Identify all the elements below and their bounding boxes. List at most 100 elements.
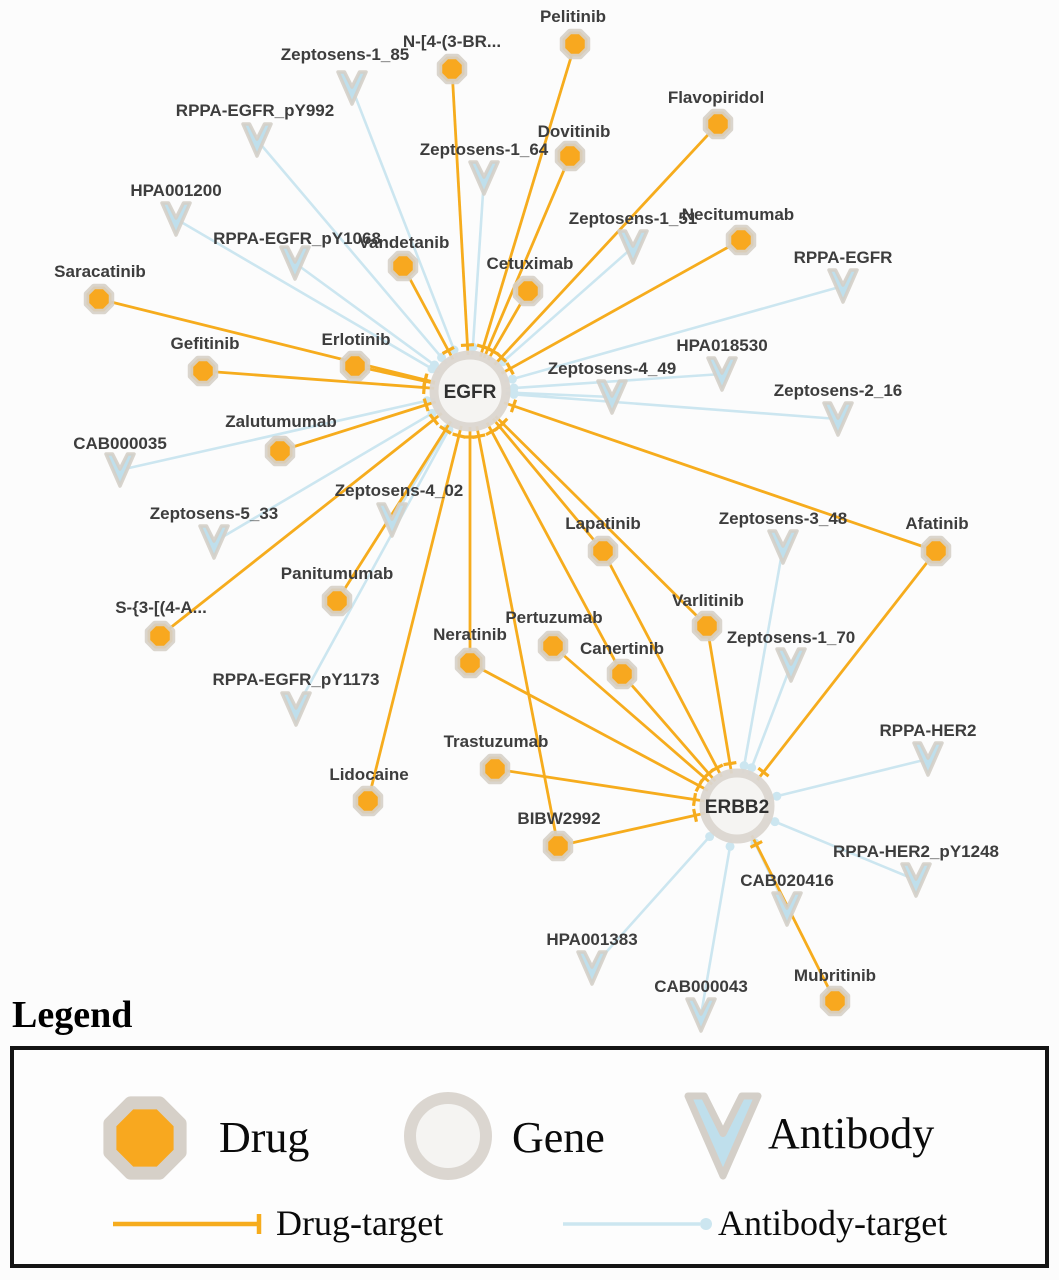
antibody-node [912, 741, 944, 777]
antibody-edge-endpoint [705, 832, 715, 842]
antibody-edge-endpoint [747, 763, 757, 773]
antibody-target-edge [119, 389, 471, 472]
drug-edge-tee [452, 432, 466, 439]
drug-target-edge [601, 550, 739, 807]
drug-edge-tee [422, 374, 428, 388]
antibody-node [822, 401, 854, 437]
antibody-node [241, 122, 273, 158]
antibody-target-edge [175, 217, 471, 393]
edge-layer [98, 43, 938, 1016]
drug-target-edge [469, 390, 708, 627]
drug-node-label: Necitumumab [682, 205, 794, 224]
drug-edge-tee [692, 808, 699, 823]
drug-edge-tee [485, 427, 499, 437]
antibody-node [596, 379, 628, 415]
drug-target-edge [335, 390, 472, 602]
antibody-legend-label: Antibody [768, 1109, 935, 1158]
drug-edge-tee [723, 760, 737, 767]
antibody-legend-icon [684, 1092, 762, 1180]
drug-node [559, 28, 591, 60]
antibody-node [767, 529, 799, 565]
antibody-node [336, 70, 368, 106]
drug-node-label: Vandetanib [359, 233, 450, 252]
antibody-edge-endpoint [429, 360, 439, 370]
drug-node [691, 610, 723, 642]
antibody-node-label: CAB020416 [740, 871, 834, 890]
antibody-edge-endpoint [725, 841, 735, 851]
label-layer: EGFRERBB2PelitinibN-[4-(3-BR...Dovitinib… [54, 7, 999, 996]
node-layer [83, 28, 952, 1033]
antibody-target-edge [350, 87, 472, 392]
drug-node-label: Neratinib [433, 625, 507, 644]
drug-target-edge [366, 390, 472, 802]
drug-node [725, 224, 757, 256]
drug-target-edge [469, 238, 742, 393]
antibody-node-label: RPPA-HER2_pY1248 [833, 842, 999, 861]
drug-node [479, 753, 511, 785]
antibody-node [104, 452, 136, 488]
drug-node [352, 785, 384, 817]
drug-node-label: Trastuzumab [444, 732, 549, 751]
antibody-node-label: Zeptosens-1_85 [281, 45, 410, 64]
antibody-target-edge [294, 390, 472, 710]
antibody-node [160, 201, 192, 237]
drug-node [920, 535, 952, 567]
drug-edge-tee [472, 433, 486, 439]
antibody-node-label: CAB000035 [73, 434, 167, 453]
gene-node-label: EGFR [444, 382, 497, 403]
legend-box: Drug Gene Antibody Drug-target Antibody-… [10, 1046, 1049, 1268]
drug-node [587, 535, 619, 567]
antibody-edge-endpoint [509, 389, 519, 399]
antibody-node [576, 950, 608, 986]
drug-node-label: N-[4-(3-BR... [403, 32, 501, 51]
antibody-node-label: Zeptosens-1_70 [727, 628, 856, 647]
drug-edge-tee [428, 413, 440, 426]
drug-edge-tee [757, 766, 770, 778]
antibody-node [685, 997, 717, 1033]
antibody-target-edge [213, 389, 471, 544]
drug-edge-tee [422, 398, 430, 412]
antibody-node-label: HPA001200 [130, 181, 221, 200]
antibody-node [771, 891, 803, 927]
antibody-edge-endpoint [437, 352, 447, 362]
drug-node-label: Zalutumumab [225, 412, 336, 431]
drug-node-label: Canertinib [580, 639, 664, 658]
drug-target-edge [468, 390, 624, 675]
drug-node-label: Dovitinib [538, 122, 611, 141]
antibody-node [827, 268, 859, 304]
drug-edge-tee [496, 417, 509, 430]
drug-edge-tee [509, 399, 518, 413]
antibody-node [900, 862, 932, 898]
drug-target-edge [735, 550, 938, 807]
antibody-target-edge-sample [563, 1218, 712, 1230]
antibody-node-label: RPPA-HER2 [880, 721, 977, 740]
gene-legend-label: Gene [512, 1113, 605, 1162]
antibody-node-label: Zeptosens-1_64 [420, 140, 549, 159]
drug-edge-tee [691, 792, 698, 807]
drug-node-label: Pertuzumab [505, 608, 602, 627]
drug-node [702, 108, 734, 140]
drug-node-label: Pelitinib [540, 7, 606, 26]
antibody-target-edge [256, 139, 471, 392]
antibody-node [279, 245, 311, 281]
drug-legend-label: Drug [219, 1113, 310, 1162]
drug-node-label: Varlitinib [672, 591, 744, 610]
antibody-node-label: RPPA-EGFR [794, 248, 893, 267]
antibody-node-label: Zeptosens-3_48 [719, 509, 848, 528]
drug-edge-tee [460, 343, 475, 348]
drug-legend-icon [103, 1096, 187, 1180]
antibody-node [775, 647, 807, 683]
drug-target-edge [469, 389, 937, 553]
drug-node [512, 275, 544, 307]
drug-node-label: Mubritinib [794, 966, 876, 985]
legend-title: Legend [12, 994, 133, 1036]
antibody-node-label: CAB000043 [654, 977, 748, 996]
drug-node-label: Saracatinib [54, 262, 146, 281]
antibody-node-label: RPPA-EGFR_pY992 [176, 101, 334, 120]
antibody-node [280, 691, 312, 727]
drug-node [264, 435, 296, 467]
gene-node-egfr [429, 350, 511, 432]
drug-edge-tee [505, 362, 515, 376]
